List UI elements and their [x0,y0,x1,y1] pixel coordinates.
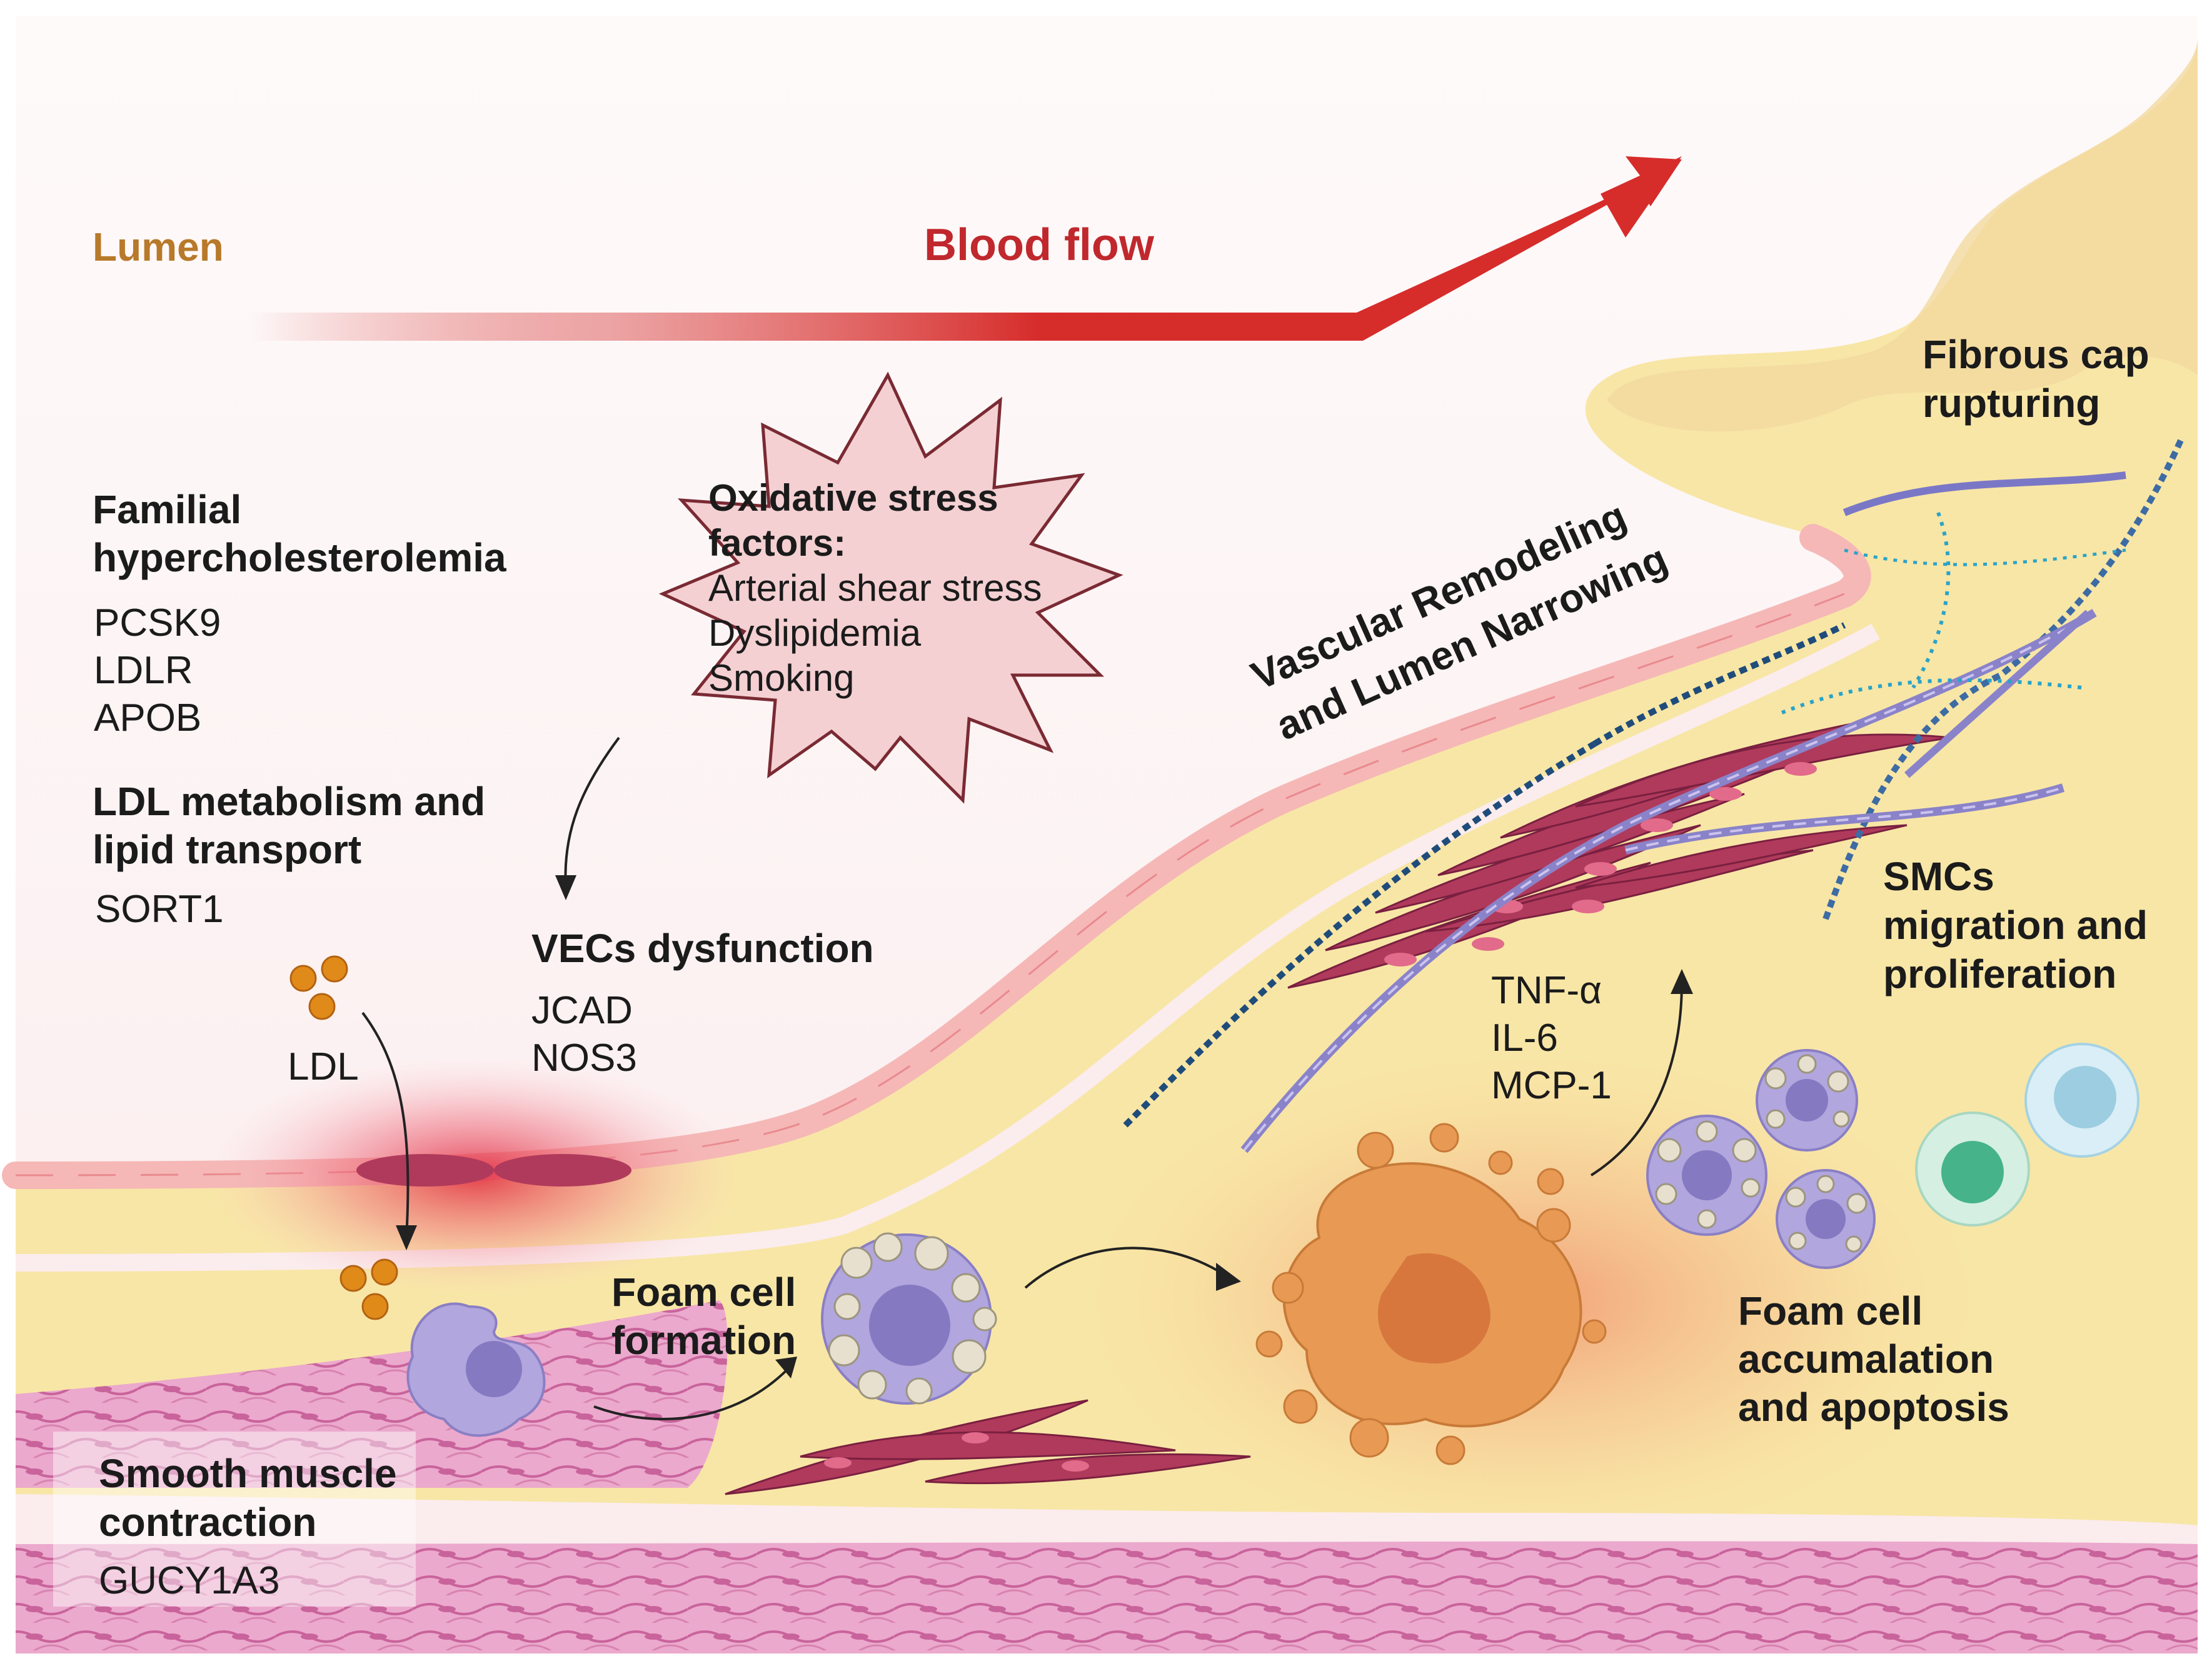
cytokine-mcp1: MCP-1 [1491,1064,1612,1107]
gene-sort1: SORT1 [95,888,224,931]
foam-formation-label-2: formation [611,1318,797,1363]
arrow-foam-formation [593,1368,789,1420]
cytokine-il6: IL-6 [1491,1016,1558,1060]
ldl-particles-lumen [289,955,348,1020]
ldl-label: LDL [288,1045,359,1088]
smcs-label-3: proliferation [1883,951,2117,996]
blood-flow-arrowhead [1601,156,1682,238]
smc-intima [725,1399,1251,1495]
smcs-label-2: migration and [1883,903,2148,948]
familial-title-2: hypercholesterolemia [93,535,506,580]
lymphocyte-blue [2024,1043,2139,1158]
smooth-muscle-label-1: Smooth muscle [99,1451,397,1496]
oxidative-item-smoking: Smoking [708,657,855,699]
gene-ldlr: LDLR [94,649,193,692]
arrow-to-apoptosis [1024,1247,1227,1289]
foam-cell-cluster [1646,1049,1876,1269]
blood-flow-arrow [250,156,1682,341]
oxidative-starburst [658,371,1124,804]
foam-accumulation-label-1: Foam cell [1738,1288,1923,1333]
ldl-particles-intima [339,1258,398,1320]
ldl-metabolism-title-1: LDL metabolism and [93,779,486,824]
foam-accumulation-label-2: accumalation [1738,1337,1994,1382]
gene-jcad: JCAD [531,989,633,1032]
cytokine-tnf: TNF-α [1491,969,1602,1012]
familial-title-1: Familial [93,487,242,532]
oxidative-item-dyslipidemia: Dyslipidemia [708,612,922,654]
fibrous-cap-label-2: rupturing [1923,381,2101,426]
media-layer-bottom [16,1537,2198,1653]
elastic-lamina [16,1494,2198,1544]
ldl-metabolism-title-2: lipid transport [93,827,362,872]
lymphocyte-green [1915,1112,2030,1227]
blood-flow-label: Blood flow [924,220,1154,270]
fibrous-cap-label-1: Fibrous cap [1923,332,2149,377]
gene-apob: APOB [94,696,202,740]
gene-nos3: NOS3 [531,1036,637,1080]
arrow-ldl-entry [361,1011,410,1238]
smcs-label-1: SMCs [1883,854,1994,899]
arrow-cytokines [1590,981,1683,1177]
smooth-muscle-label-2: contraction [99,1500,317,1545]
fibrous-cap [1607,38,2198,432]
lumen-label: Lumen [93,224,224,269]
smooth-muscle-panel [53,1432,416,1607]
gene-pcsk9: PCSK9 [94,601,221,645]
oxidative-title-2: factors: [708,522,847,564]
apoptotic-foam-cell [1255,1123,1607,1465]
foam-cell [821,1232,997,1405]
activated-endothelial-cell [356,1154,494,1187]
oxidative-item-shear: Arterial shear stress [708,567,1042,609]
foam-accumulation-label-3: and apoptosis [1738,1385,2009,1430]
vecs-title: VECs dysfunction [531,926,874,971]
media-layer [16,1300,728,1488]
activated-endothelial-cell [494,1154,631,1187]
oxidative-title-1: Oxidative stress [708,477,998,519]
collagen-fibers [1123,436,2185,1153]
gene-gucy1a3: GUCY1A3 [99,1559,280,1602]
foam-formation-label-1: Foam cell [611,1270,797,1315]
arrow-star-to-vec [564,736,620,888]
smc-nuclei [1384,762,1817,966]
